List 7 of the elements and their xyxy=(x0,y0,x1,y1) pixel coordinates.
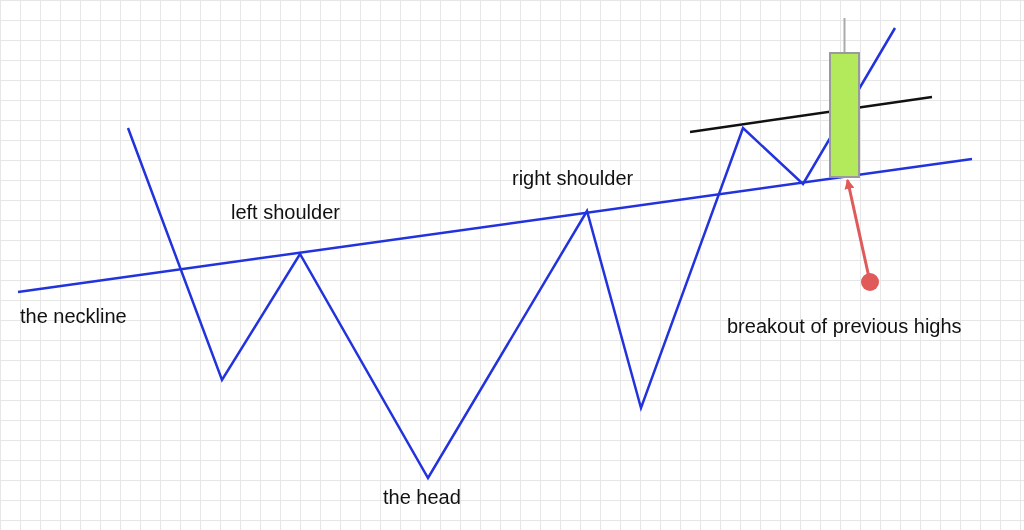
chart-label: right shoulder xyxy=(512,166,634,190)
arrow xyxy=(844,179,879,291)
chart-label: left shoulder xyxy=(231,200,340,224)
chart-label: the neckline xyxy=(20,304,127,328)
chart-label: the head xyxy=(383,485,461,509)
candlestick xyxy=(829,18,860,178)
annotation-text: breakout of previous highs xyxy=(727,314,1011,340)
